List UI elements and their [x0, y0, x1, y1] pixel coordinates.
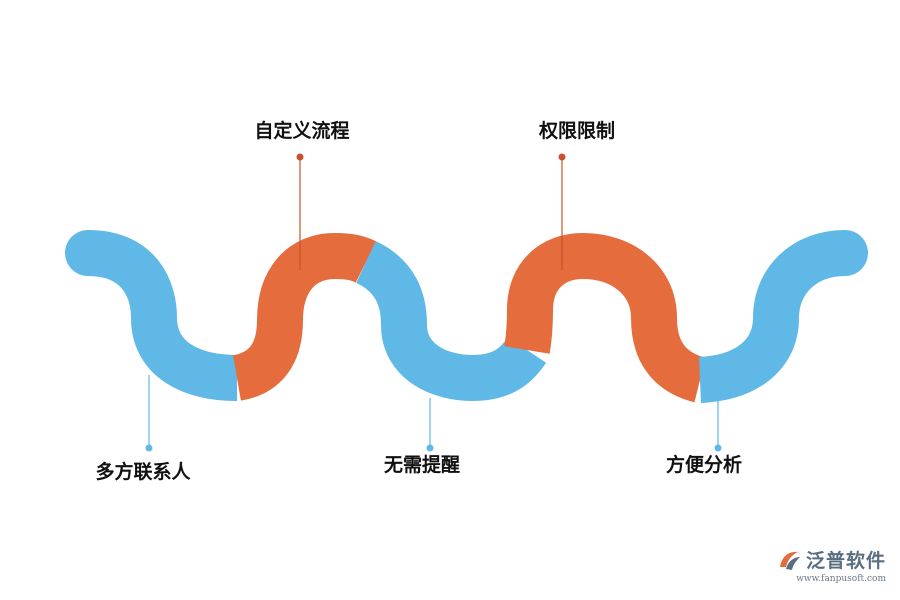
label-bottom-1: 多方联系人 [95, 461, 191, 483]
leader-dot-top-1 [296, 153, 304, 161]
label-bottom-3: 方便分析 [665, 454, 743, 476]
brand-logo: 泛普软件 www.fanpusoft.com [776, 546, 886, 584]
leader-dot-bottom-2 [426, 444, 434, 452]
wave-segment-1 [86, 230, 238, 401]
wave-segment-2 [231, 232, 377, 401]
wave-end-cap [822, 230, 868, 276]
wave-start-cap [65, 230, 111, 276]
wave-segment-3 [355, 241, 547, 402]
wave-segment-4 [504, 232, 707, 403]
brand-url: www.fanpusoft.com [796, 574, 886, 584]
label-top-1: 自定义流程 [254, 120, 350, 142]
brand-mark-icon [779, 551, 800, 570]
brand-name: 泛普软件 [805, 550, 886, 572]
leader-dot-bottom-1 [145, 444, 153, 452]
leader-dot-bottom-3 [714, 444, 722, 452]
label-bottom-2: 无需提醒 [383, 454, 461, 476]
leader-dot-top-2 [558, 153, 566, 161]
label-top-2: 权限限制 [538, 120, 616, 142]
wave-segment-5 [698, 230, 847, 403]
